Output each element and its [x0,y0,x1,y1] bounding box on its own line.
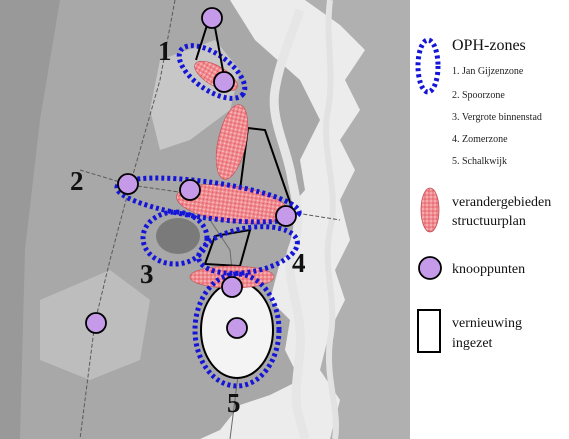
legend-renewal-symbol [417,309,441,353]
node-schalkwijk [226,317,248,339]
oph-zone-2 [114,175,302,225]
legend-zone-1: 1. Jan Gijzenzone [452,66,524,77]
legend-zone-5: 5. Schalkwijk [452,156,507,167]
node-jan-gijzen-south [213,71,235,93]
node-spoorzone-west [117,173,139,195]
node-jan-gijzen-north [201,7,223,29]
legend-nodes-label: knooppunten [452,262,525,277]
river [269,8,310,439]
legend-renewal-line2: ingezet [452,336,493,351]
legend: OPH-zones 1. Jan Gijzenzone 2. Spoorzone… [415,37,551,353]
oph-zone-4 [196,224,300,276]
legend-oph-title: OPH-zones [452,37,526,54]
legend-changed-area-symbol [420,187,440,233]
dunes [0,0,60,439]
map: 1 2 3 4 5 [0,0,410,439]
legend-changed-areas-line2: structuurplan [452,214,526,229]
legend-zone-3: 3. Vergrote binnenstad [452,112,542,123]
node-station [179,179,201,201]
zone-number-1: 1 [158,36,172,66]
oph-zone-5 [192,271,282,389]
legend-changed-areas-line1: verandergebieden [452,195,551,210]
zone-number-3: 3 [140,259,154,289]
legend-zone-2: 2. Spoorzone [452,90,505,101]
legend-oph-zone-symbol [415,37,441,95]
node-spoorzone-east [275,205,297,227]
zone1-connector [195,21,225,77]
legend-renewal-line1: vernieuwing [452,316,522,331]
node-southwest [85,312,107,334]
canal [323,0,339,439]
legend-node-symbol [418,256,442,280]
zone-number-5: 5 [227,388,241,418]
zone-number-2: 2 [70,166,84,196]
node-zomerzone [221,276,243,298]
legend-zone-4: 4. Zomerzone [452,134,508,145]
oph-zone-1 [176,43,248,101]
changed-area-spoor-north [215,104,249,180]
oph-zone-3 [140,209,210,267]
city-park [156,218,200,254]
zone-number-4: 4 [292,248,306,278]
